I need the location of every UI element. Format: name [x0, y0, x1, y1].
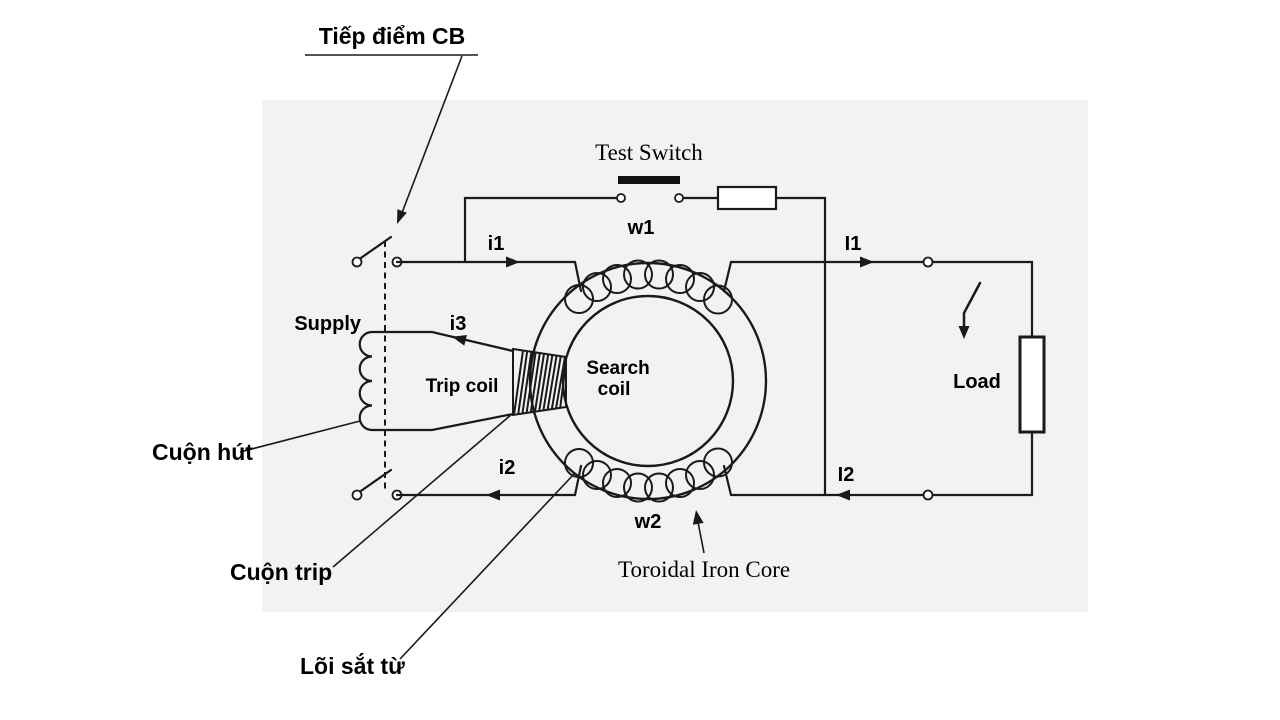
load-branch	[958, 281, 1046, 434]
hatch-line	[517, 350, 529, 415]
test-resistor	[716, 185, 778, 211]
w1-loop	[582, 272, 612, 302]
w2-right-lead	[722, 464, 733, 497]
current-arrows	[452, 256, 874, 501]
cb-bottom-contact-blade	[356, 468, 393, 495]
label-test-switch: Test Switch	[595, 140, 703, 165]
hatch-line	[534, 353, 545, 412]
load-pointer-arrowhead	[958, 326, 970, 339]
hatch-line	[542, 354, 554, 411]
test-branch-right-wire	[774, 196, 827, 497]
label-I2: I2	[838, 464, 855, 486]
w2-loop	[665, 468, 695, 498]
w2-left-lead	[573, 464, 583, 497]
load-bottom-terminal	[922, 489, 934, 501]
i3-arrowhead	[452, 335, 467, 346]
w1-loop	[602, 264, 632, 294]
iron-core-leader-line	[399, 472, 576, 660]
I2-arrowhead	[836, 489, 850, 501]
w1-loop	[703, 284, 733, 315]
cb-bottom-left-terminal	[351, 489, 363, 501]
w2-loop	[644, 472, 674, 503]
annotation-leaders	[239, 54, 705, 660]
label-load: Load	[953, 371, 1001, 393]
core-outer-circle	[528, 261, 768, 501]
label-search-coil-line1: Search	[586, 358, 649, 379]
label-i2: i2	[499, 457, 516, 479]
w2-loop	[564, 448, 594, 478]
core-inner-circle	[561, 294, 735, 468]
w1-right-lead	[722, 260, 733, 293]
diagram-background-panel	[262, 100, 1088, 612]
winding-w1	[564, 259, 733, 315]
hatch-line	[521, 351, 533, 414]
trip-coil-top-edge	[370, 330, 515, 353]
trip-coil-bottom-edge	[370, 412, 515, 432]
supply-and-trip-coil	[358, 330, 515, 432]
i1-arrowhead	[506, 256, 520, 268]
cb-top-left-terminal	[351, 256, 363, 268]
test-switch-left-contact	[616, 193, 626, 203]
labels: Tiếp điểm CB Cuộn hút Cuộn trip Lõi sắt …	[152, 23, 1001, 679]
test-switch-right-contact	[674, 193, 684, 203]
trip-coil-leader-line	[332, 413, 513, 568]
label-cb-contact: Tiếp điểm CB	[319, 23, 466, 49]
w1-left-lead	[573, 260, 583, 293]
main-wires	[395, 256, 1034, 501]
test-switch-bar	[618, 176, 680, 184]
w1-loop	[564, 284, 594, 314]
winding-w2	[564, 447, 733, 503]
w1-loop	[623, 259, 653, 290]
w2-loop	[602, 468, 632, 498]
label-search-coil-line2: coil	[598, 379, 631, 400]
w2-loop	[623, 472, 653, 503]
label-trip-coil-vn: Cuộn trip	[230, 559, 332, 585]
hatch-line	[546, 355, 558, 410]
hatch-line	[538, 354, 550, 412]
label-w2: w2	[634, 511, 662, 533]
holding-coil-leader-line	[239, 420, 361, 453]
label-i1: i1	[488, 233, 505, 255]
load-resistor	[1018, 335, 1046, 434]
cb-top-contact-blade	[356, 235, 393, 262]
w1-loop	[665, 264, 695, 294]
toroid-label-arrowhead	[692, 510, 704, 525]
w2-loop	[582, 460, 612, 490]
label-w1: w1	[627, 217, 655, 239]
test-circuit	[463, 176, 827, 497]
label-supply: Supply	[294, 313, 362, 335]
top-wire-to-load	[931, 260, 1034, 339]
supply-coil-symbol	[358, 330, 374, 432]
hatch-line	[513, 350, 524, 416]
label-trip-coil: Trip coil	[426, 376, 499, 397]
label-holding-coil: Cuộn hút	[152, 439, 253, 465]
label-I1: I1	[845, 233, 862, 255]
bottom-wire-from-load	[931, 430, 1034, 497]
I1-arrowhead	[860, 256, 874, 268]
i2-arrowhead	[486, 489, 500, 501]
test-branch-left-wire	[463, 196, 618, 264]
w1-loop	[644, 259, 674, 290]
load-top-terminal	[922, 256, 934, 268]
cb-label-arrowhead	[397, 209, 407, 224]
toroidal-core	[528, 261, 768, 501]
label-i3: i3	[450, 313, 467, 335]
w2-loop	[703, 447, 733, 478]
label-iron-core-vn: Lõi sắt từ	[300, 652, 405, 679]
hatch-line	[550, 356, 562, 410]
label-toroidal-iron-core: Toroidal Iron Core	[618, 557, 790, 582]
cb-label-leader-line	[399, 55, 463, 219]
